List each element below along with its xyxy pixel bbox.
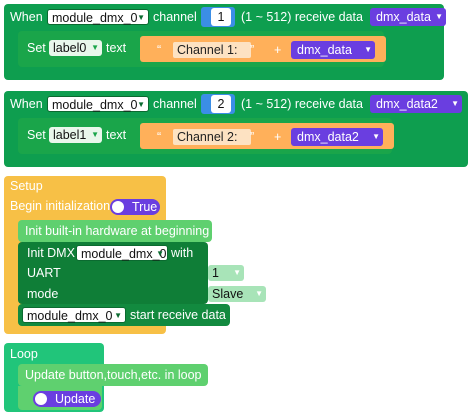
chevron-down-icon: ▼	[233, 268, 241, 277]
update-loop-label: Update button,touch,etc. in loop	[25, 368, 202, 382]
init-hardware-block[interactable]	[18, 220, 212, 242]
appended-variable-pill[interactable]: dmx_data ▼	[291, 41, 375, 59]
close-quote-icon: ”	[250, 130, 255, 144]
begin-initialization-label: Begin initialization	[10, 199, 111, 213]
data-variable-pill[interactable]: dmx_data ▼	[370, 8, 446, 26]
data-variable-label: dmx_data	[376, 10, 431, 24]
chevron-down-icon: ▼	[435, 12, 443, 21]
event-when-label: When	[10, 10, 43, 24]
device-dropdown[interactable]: module_dmx_0▼	[47, 9, 149, 25]
device-dropdown[interactable]: module_dmx_0▼	[76, 245, 168, 261]
appended-variable-pill[interactable]: dmx_data2 ▼	[291, 128, 383, 146]
set-label: Set	[27, 41, 46, 55]
set-label: Set	[27, 128, 46, 142]
text-label: text	[106, 41, 127, 55]
appended-variable-label: dmx_data2	[297, 130, 359, 144]
start-receive-label: start receive data	[130, 308, 226, 322]
event-range-label: (1 ~ 512) receive data	[241, 10, 363, 24]
event-when-label: When	[10, 97, 43, 111]
data-variable-pill[interactable]: dmx_data2 ▼	[370, 95, 462, 113]
device-dropdown-label: module_dmx_0	[52, 98, 138, 112]
toggle-knob-icon	[35, 393, 47, 405]
target-label-dropdown[interactable]: label0 ▼	[49, 40, 102, 56]
close-quote-icon: ”	[250, 43, 255, 57]
begin-initialization-toggle[interactable]: True	[110, 199, 160, 215]
data-variable-label: dmx_data2	[376, 97, 438, 111]
chevron-down-icon: ▼	[156, 249, 164, 258]
string-literal-input[interactable]: Channel 1:	[173, 42, 251, 58]
chevron-down-icon: ▼	[255, 289, 263, 298]
toggle-label: True	[132, 200, 158, 214]
open-quote-icon: “	[157, 43, 162, 57]
plus-operator: +	[274, 43, 282, 57]
init-hardware-label: Init built-in hardware at beginning	[25, 224, 210, 238]
toggle-label: Update	[55, 392, 96, 406]
mode-value: Slave	[212, 287, 244, 301]
mode-label: mode	[27, 287, 59, 301]
init-dmx-label: Init DMX	[27, 246, 75, 260]
device-dropdown-label: module_dmx_0	[27, 309, 113, 323]
device-dropdown[interactable]: module_dmx_0▼	[22, 307, 126, 323]
chevron-down-icon: ▼	[451, 99, 459, 108]
channel-number-input[interactable]: 1	[211, 8, 231, 26]
toggle-knob-icon	[112, 201, 124, 213]
device-dropdown[interactable]: module_dmx_0▼	[47, 96, 149, 112]
chevron-down-icon: ▼	[372, 132, 380, 141]
chevron-down-icon: ▼	[114, 311, 122, 320]
uart-label: UART	[27, 266, 61, 280]
chevron-down-icon: ▼	[91, 43, 99, 52]
event-channel-label: channel	[153, 10, 197, 24]
chevron-down-icon: ▼	[137, 13, 145, 22]
update-loop-block[interactable]	[18, 364, 208, 386]
plus-operator: +	[274, 130, 282, 144]
update-toggle[interactable]: Update	[33, 391, 101, 407]
open-quote-icon: “	[157, 130, 162, 144]
target-label-dropdown[interactable]: label1 ▼	[49, 127, 102, 143]
device-dropdown-label: module_dmx_0	[81, 247, 167, 261]
mode-dropdown[interactable]: Slave ▼	[208, 286, 266, 302]
chevron-down-icon: ▼	[364, 45, 372, 54]
uart-dropdown[interactable]: 1▼	[208, 265, 244, 281]
target-label-text: label1	[53, 128, 87, 142]
setup-title: Setup	[10, 179, 43, 193]
event-channel-label: channel	[153, 97, 197, 111]
target-label-text: label0	[53, 41, 87, 55]
chevron-down-icon: ▼	[91, 130, 99, 139]
appended-variable-label: dmx_data	[297, 43, 352, 57]
with-label: with	[171, 246, 194, 260]
string-literal-input[interactable]: Channel 2:	[173, 129, 251, 145]
event-range-label: (1 ~ 512) receive data	[241, 97, 363, 111]
device-dropdown-label: module_dmx_0	[52, 11, 138, 25]
channel-number-input[interactable]: 2	[211, 95, 231, 113]
text-label: text	[106, 128, 127, 142]
chevron-down-icon: ▼	[137, 100, 145, 109]
uart-value: 1	[212, 266, 219, 280]
event-block-spine	[4, 30, 18, 70]
loop-title: Loop	[10, 347, 38, 361]
